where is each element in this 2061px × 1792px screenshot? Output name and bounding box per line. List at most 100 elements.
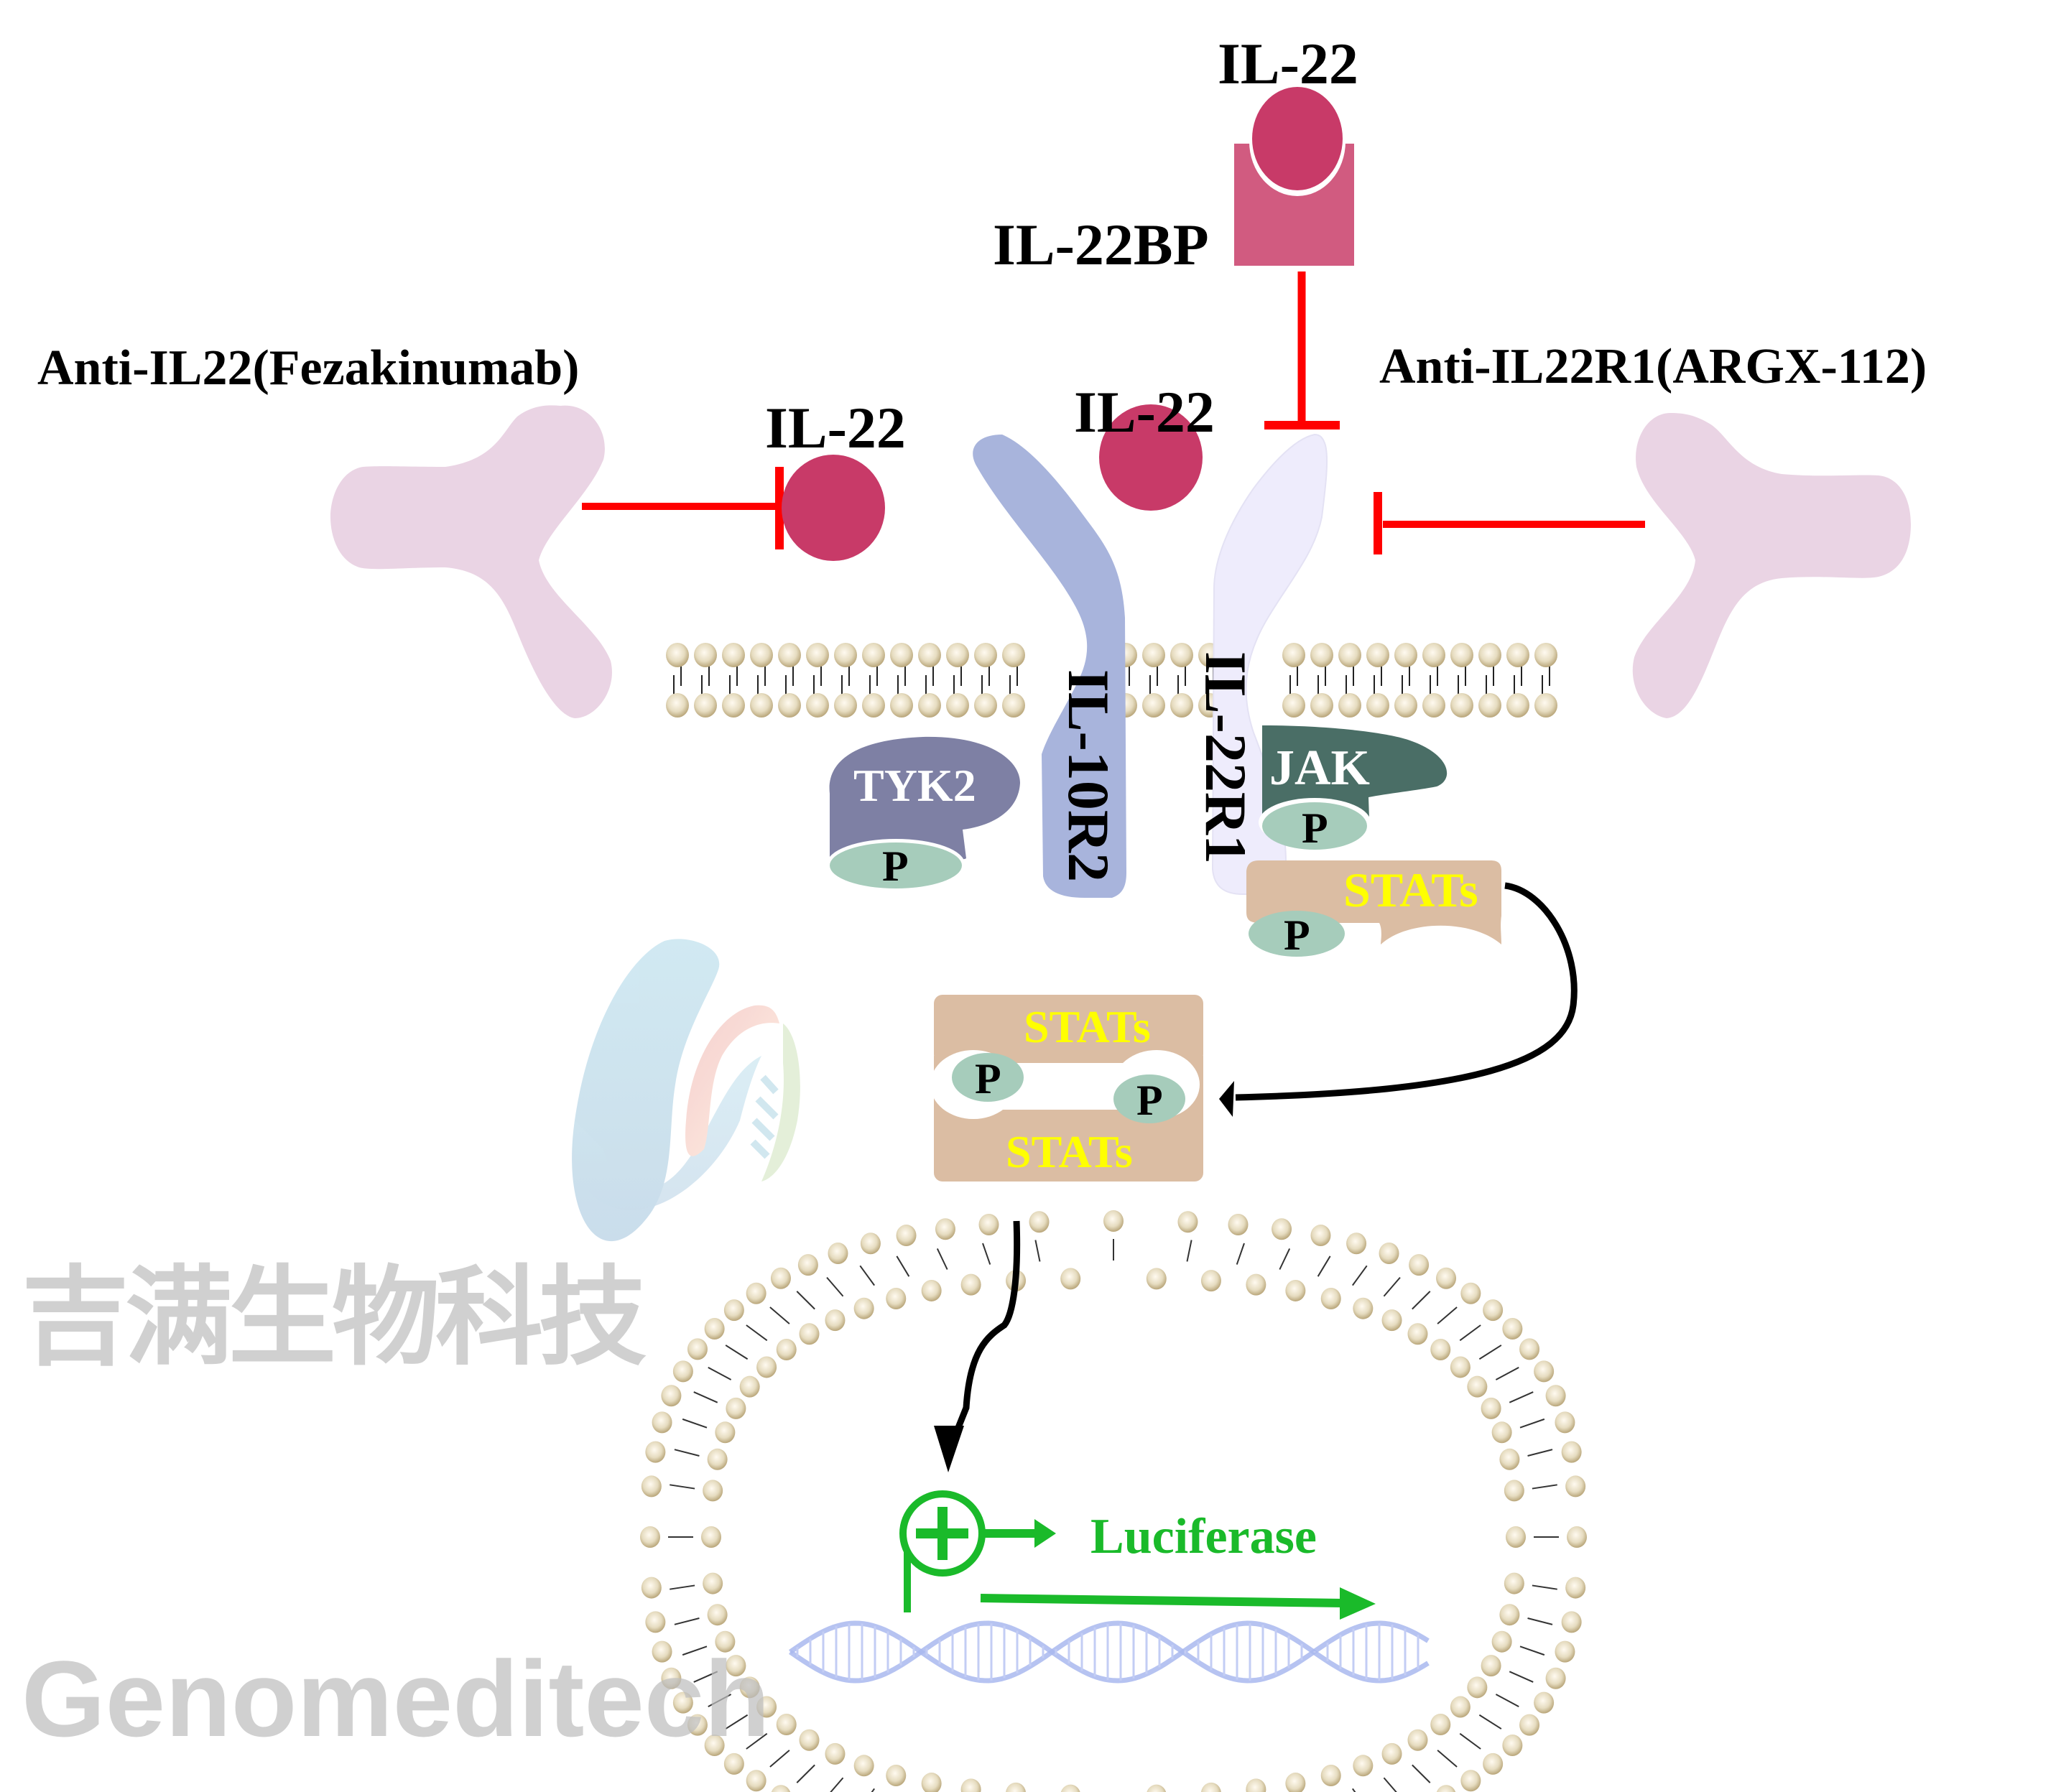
arrow-head-dimer [1219,1081,1234,1117]
nuclear-lipid-head [960,1273,981,1296]
nuclear-lipid-head [1460,1770,1481,1792]
lipid-head [666,693,689,718]
nuclear-lipid-head [860,1232,881,1255]
nuclear-lipid-tail [1186,1240,1192,1262]
nuclear-lipid-head [687,1714,708,1736]
stats-dimer-top-shape [934,995,1203,1063]
lipid-head [1338,643,1361,667]
nuclear-lipid-head [1407,1729,1428,1751]
lipid-head [890,643,913,667]
stats-monomer-label: STATs [1343,863,1478,917]
antibody-left-label: Anti-IL22(Fezakinumab) [37,340,580,396]
nuclear-lipid-head [1346,1232,1367,1255]
lipid-head [1422,693,1445,718]
nuclear-lipid-head [1320,1765,1341,1787]
stats-monomer-phospho-label: P [1284,911,1310,959]
dna-strand [789,1620,1430,1684]
nuclear-lipid-head [1103,1210,1124,1232]
nuclear-lipid-head [672,1360,693,1383]
nuclear-lipid-head [1177,1211,1198,1233]
stats-monomer-phospho [1249,911,1345,957]
nuclear-lipid-head [1504,1480,1524,1502]
tyk2-label: TYK2 [853,760,976,811]
nuclear-lipid-tail [859,1265,875,1286]
lipid-head [1478,693,1501,718]
nuclear-lipid-head [739,1375,760,1398]
nuclear-lipid-head [1481,1655,1501,1677]
lipid-head [1282,693,1305,718]
il10r2-receptor [973,435,1126,898]
nuclear-lipid-head [799,1323,820,1345]
stats-dimer-phospho-right-label: P [1136,1077,1163,1124]
nuclear-lipid-tail [1437,1750,1458,1768]
nuclear-lipid-tail [693,1391,718,1403]
lipid-head [806,643,829,667]
dna-helix-icon [789,1620,1430,1684]
nuclear-lipid-head [1272,1218,1292,1240]
nuclear-lipid-head [1246,1778,1266,1792]
nuclear-lipid-head [770,1267,791,1289]
nuclear-lipid-tail [708,1694,732,1707]
nuclear-lipid-head [1467,1676,1488,1699]
nuclear-lipid-head [1381,1309,1402,1332]
nuclear-lipid-head [1467,1375,1488,1398]
nuclear-lipid-tail [796,1291,815,1310]
lipid-head [1170,693,1193,718]
nuclear-lipid-head [776,1714,797,1736]
tyk2-shape [829,736,1020,862]
nuclear-lipid-head [641,1577,662,1599]
lipid-head [946,643,969,667]
il22-left-label: IL-22 [765,395,906,460]
stats-dimer-bottom-shape [934,1110,1203,1181]
nuclear-lipid-head [853,1297,874,1319]
nuclear-lipid-tail [708,1367,732,1380]
nuclear-lipid-tail [674,1617,700,1625]
lipid-head [694,643,717,667]
nuclear-lipid-tail [1236,1243,1245,1265]
nuclear-lipid-head [672,1691,693,1714]
il22bp-label: IL-22BP [993,212,1209,277]
lipid-head [1002,693,1025,718]
cell-membrane [666,643,1557,718]
nuclear-lipid-tail [1532,1584,1557,1590]
lipid-head [834,693,857,718]
nuclear-lipid-head [1567,1526,1587,1548]
lipid-head [778,643,801,667]
nuclear-lipid-head [799,1729,820,1751]
nuclear-lipid-head [1481,1397,1501,1419]
stats-dimer-top-label: STATs [1024,1001,1151,1052]
nuclear-lipid-head [726,1655,746,1677]
nuclear-lipid-head [1060,1784,1080,1792]
nuclear-lipid-head [704,1734,725,1756]
nuclear-lipid-tail [1279,1248,1291,1270]
lipid-head [1450,693,1473,718]
nuclear-lipid-head [1483,1752,1504,1775]
nuclear-lipid-tail [1352,1265,1368,1286]
nuclear-lipid-head [703,1480,723,1502]
activation-arrow-to-dimer [1235,882,1578,1101]
lipid-head [918,643,941,667]
nuclear-lipid-tail [1495,1694,1519,1707]
nuclear-lipid-head [1430,1714,1451,1736]
nuclear-lipid-tail [725,1345,749,1360]
nuclear-lipid-head [1285,1773,1306,1792]
nuclear-lipid-tail [982,1243,991,1265]
lipid-head [1366,693,1389,718]
nuclear-lipid-head [825,1309,846,1332]
nuclear-lipid-head [1565,1577,1586,1599]
nuclear-lipid-tail [1383,1276,1401,1297]
nuclear-lipid-head [652,1411,672,1434]
lipid-head [1142,643,1165,667]
watermark-chinese: 吉满生物科技 [22,1255,647,1380]
nuclear-lipid-head [978,1214,999,1236]
nuclear-lipid-head [1499,1448,1520,1470]
nuclear-lipid-head [1430,1338,1451,1360]
nuclear-lipid-head [1379,1242,1399,1264]
nuclear-lipid-head [645,1611,666,1633]
nuclear-lipid-tail [1478,1714,1502,1730]
lipid-head [1534,693,1557,718]
nuclear-lipid-head [921,1279,942,1301]
lipid-head [1478,643,1501,667]
lipid-head [862,693,885,718]
nuclear-lipid-head [825,1742,846,1765]
